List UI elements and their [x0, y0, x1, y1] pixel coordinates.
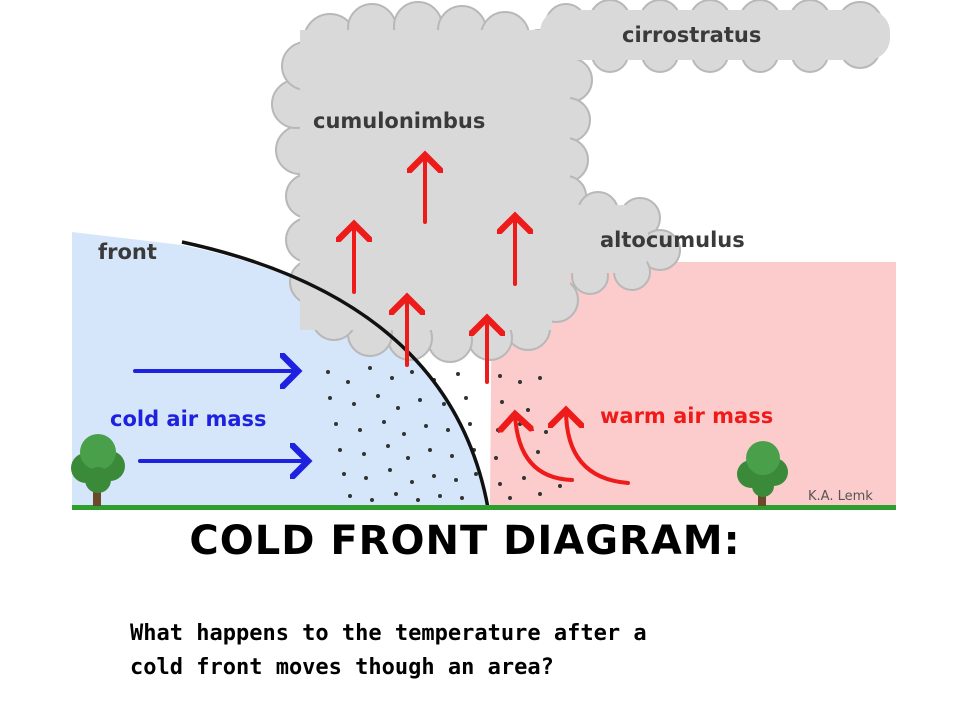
label-cirrostratus: cirrostratus	[622, 23, 761, 47]
label-cumulonimbus: cumulonimbus	[313, 109, 485, 133]
ground-line	[72, 505, 896, 510]
label-warm-air-mass: warm air mass	[600, 404, 773, 428]
cold-air-arrows	[133, 371, 308, 461]
label-cold-air-mass: cold air mass	[110, 407, 267, 431]
rising-arrow	[566, 410, 630, 485]
label-front: front	[98, 240, 157, 264]
tree-icon	[737, 441, 788, 506]
page-title: COLD FRONT DIAGRAM:	[189, 518, 741, 564]
rising-arrow	[515, 414, 574, 482]
question-line: cold front moves though an area?	[130, 655, 554, 680]
tree-icon	[71, 434, 125, 506]
cloud	[271, 0, 890, 363]
label-altocumulus: altocumulus	[600, 228, 745, 252]
question-text: What happens to the temperature after a …	[130, 617, 830, 685]
question-line: What happens to the temperature after a	[130, 621, 647, 646]
credit-text: K.A. Lemk	[808, 489, 873, 504]
warm-air-region	[490, 262, 896, 505]
rising-air-arrows	[354, 155, 630, 485]
front-line	[181, 240, 490, 509]
